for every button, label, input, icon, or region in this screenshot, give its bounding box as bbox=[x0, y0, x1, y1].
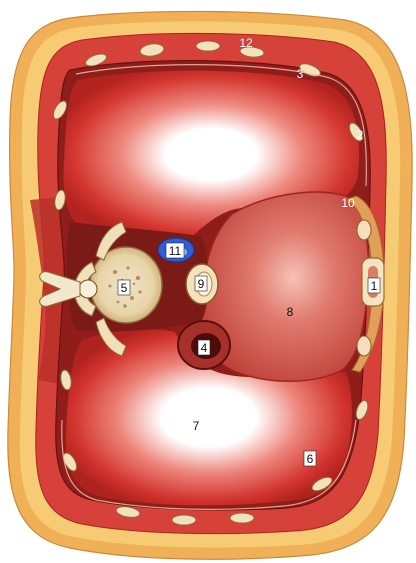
label-1: 1 bbox=[368, 278, 380, 293]
label-10: 10 bbox=[341, 196, 355, 210]
svg-text:5: 5 bbox=[121, 281, 128, 295]
spinal-canal bbox=[79, 280, 97, 298]
svg-text:9: 9 bbox=[198, 277, 205, 291]
svg-text:1: 1 bbox=[371, 279, 378, 293]
label-5: 5 bbox=[118, 280, 130, 295]
svg-text:6: 6 bbox=[307, 452, 314, 466]
svg-text:8: 8 bbox=[287, 305, 294, 319]
label-6: 6 bbox=[304, 451, 316, 466]
svg-text:4: 4 bbox=[201, 341, 208, 355]
label-11: 11 bbox=[166, 243, 184, 258]
label-3: 3 bbox=[297, 67, 304, 81]
label-12: 12 bbox=[239, 36, 253, 50]
label-8: 8 bbox=[287, 305, 294, 319]
svg-text:2: 2 bbox=[357, 128, 364, 142]
label-4: 4 bbox=[198, 340, 210, 355]
svg-text:10: 10 bbox=[341, 196, 355, 210]
internal-thoracic-vessel-upper bbox=[357, 220, 371, 240]
svg-text:12: 12 bbox=[239, 36, 253, 50]
svg-text:11: 11 bbox=[169, 244, 182, 258]
label-7: 7 bbox=[193, 419, 200, 433]
svg-text:7: 7 bbox=[193, 419, 200, 433]
label-9: 9 bbox=[195, 276, 207, 291]
svg-text:3: 3 bbox=[297, 67, 304, 81]
internal-thoracic-vessel-lower bbox=[357, 336, 371, 356]
label-2: 2 bbox=[357, 128, 364, 142]
